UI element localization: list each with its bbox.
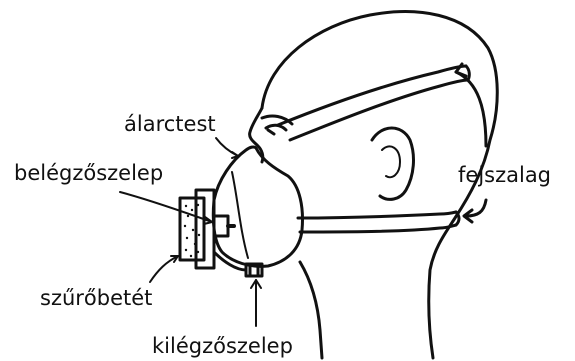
- filter-housing-link: [214, 252, 246, 270]
- ear: [372, 128, 413, 199]
- label-szurobetet: szűrőbetét: [40, 286, 152, 310]
- label-kilegzoszelep: kilégzőszelep: [152, 334, 293, 358]
- mask-body: [213, 147, 302, 266]
- filter-media: [184, 204, 200, 257]
- upper-strap: [278, 66, 466, 125]
- inhalation-valve: [214, 216, 228, 236]
- mask-seam: [232, 172, 248, 258]
- fejszalag-arc-upper: [456, 72, 486, 146]
- label-alarctest: álarctest: [124, 112, 216, 136]
- label-fejszalag: fejszalag: [458, 163, 551, 187]
- label-belegzoszelep: belégzőszelep: [14, 161, 163, 185]
- pointer-alarctest-head: [232, 152, 238, 158]
- pointer-szurobetet: [150, 256, 178, 282]
- eye: [266, 125, 286, 134]
- neck-front: [300, 262, 322, 358]
- lower-strap: [298, 212, 456, 218]
- ear-inner: [382, 146, 400, 177]
- filter-cartridge: [180, 198, 204, 260]
- lower-strap-edge: [300, 225, 456, 232]
